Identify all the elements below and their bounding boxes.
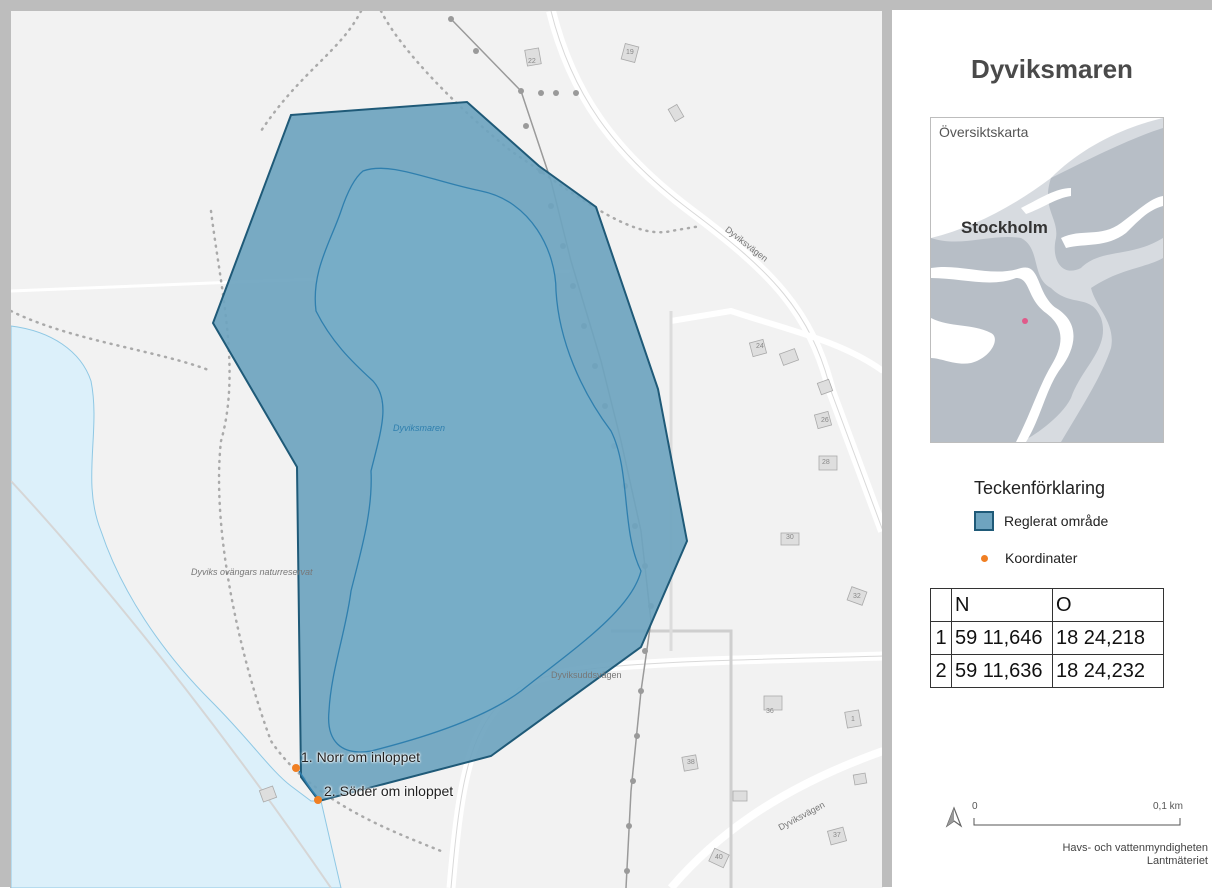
table-header-cell: O [1052, 588, 1164, 622]
house-number: 40 [715, 854, 723, 861]
side-panel: Dyviksmaren Översiktskarta Stockholm Tec… [892, 10, 1212, 887]
overview-city-label: Stockholm [961, 218, 1048, 237]
point-label-2: 2. Söder om inloppet [324, 783, 454, 799]
credit-line: Havs- och vattenmyndigheten [1062, 842, 1208, 854]
house-number: 30 [786, 534, 794, 541]
map-canvas [11, 11, 883, 888]
house-number: 36 [766, 708, 774, 715]
road [670, 307, 883, 374]
sea-area [11, 325, 342, 888]
scale-end-label: 0,1 km [1153, 801, 1184, 812]
panel-divider [882, 0, 892, 887]
table-cell: 59 11,636 [951, 654, 1053, 688]
coordinate-table: N O 1 59 11,646 18 24,218 2 59 11,636 18… [930, 588, 1164, 688]
credit-line: Lantmäteriet [1146, 855, 1208, 867]
property-line [611, 629, 733, 888]
scale-bar-graphic [945, 806, 1181, 828]
reserve-label: Dyviks ovängars naturreservat [191, 567, 313, 577]
table-cell: 18 24,232 [1052, 654, 1164, 688]
house-number: 26 [821, 417, 829, 424]
legend-item-coordinates: Koordinater [974, 550, 1077, 566]
legend-item-label: Koordinater [1005, 550, 1078, 566]
frame-top-border [0, 0, 1212, 10]
overview-land [1061, 258, 1163, 442]
house-number: 32 [853, 593, 861, 600]
table-header-cell: N [951, 588, 1053, 622]
table-row: 1 59 11,646 18 24,218 [930, 621, 1164, 655]
table-header-cell [930, 588, 952, 622]
scale-bar: 0 0,1 km [944, 798, 1184, 838]
road-label-dyviksuddsvagen: Dyviksuddsvägen [551, 670, 622, 680]
overview-land [931, 236, 1104, 442]
lake-outline [314, 167, 642, 753]
north-arrow-icon [945, 806, 963, 828]
overview-water [931, 318, 995, 364]
house-number: 37 [833, 832, 841, 839]
coordinate-point-1 [292, 764, 300, 772]
map-title: Dyviksmaren [971, 54, 1133, 84]
main-map[interactable]: Dyviksmaren Dyviks ovängars naturreserva… [10, 10, 883, 888]
coordinate-point-2 [314, 796, 322, 804]
table-cell: 18 24,218 [1052, 621, 1164, 655]
lake-label: Dyviksmaren [393, 423, 446, 433]
overview-canvas [931, 118, 1163, 442]
overview-map[interactable]: Översiktskarta Stockholm [930, 117, 1164, 443]
house-number: 1 [851, 716, 855, 723]
house-number: 38 [687, 759, 695, 766]
overview-label: Översiktskarta [939, 124, 1029, 140]
table-cell: 1 [930, 621, 952, 655]
house-number: 24 [756, 343, 764, 350]
buildings [258, 42, 868, 869]
trail [11, 309, 213, 373]
point-label-1: 1. Norr om inloppet [301, 749, 421, 765]
scale-start-label: 0 [972, 801, 978, 812]
credits: Havs- och vattenmyndigheten Lantmäteriet [1062, 842, 1208, 868]
house-number: 22 [528, 58, 536, 65]
legend-dot-symbol [981, 554, 988, 562]
overview-water [1021, 188, 1071, 214]
table-row: 2 59 11,636 18 24,232 [930, 654, 1164, 688]
scale-line [973, 818, 1181, 826]
legend-item-regulated: Reglerat område [974, 511, 1108, 531]
trail [259, 11, 363, 133]
trail [209, 209, 443, 853]
overview-water [1061, 196, 1163, 248]
table-cell: 59 11,646 [951, 621, 1053, 655]
overview-location-marker [1022, 318, 1028, 324]
road [667, 747, 883, 888]
frame-left-border [0, 0, 10, 887]
road [11, 480, 332, 888]
legend-item-label: Reglerat område [1004, 513, 1109, 529]
house-number: 28 [822, 459, 830, 466]
house-number: 19 [626, 49, 634, 56]
legend-title: Teckenförklaring [974, 478, 1106, 498]
overview-water [931, 266, 1074, 442]
table-header-row: N O [930, 588, 1164, 622]
table-cell: 2 [930, 654, 952, 688]
legend-polygon-swatch [974, 511, 994, 531]
